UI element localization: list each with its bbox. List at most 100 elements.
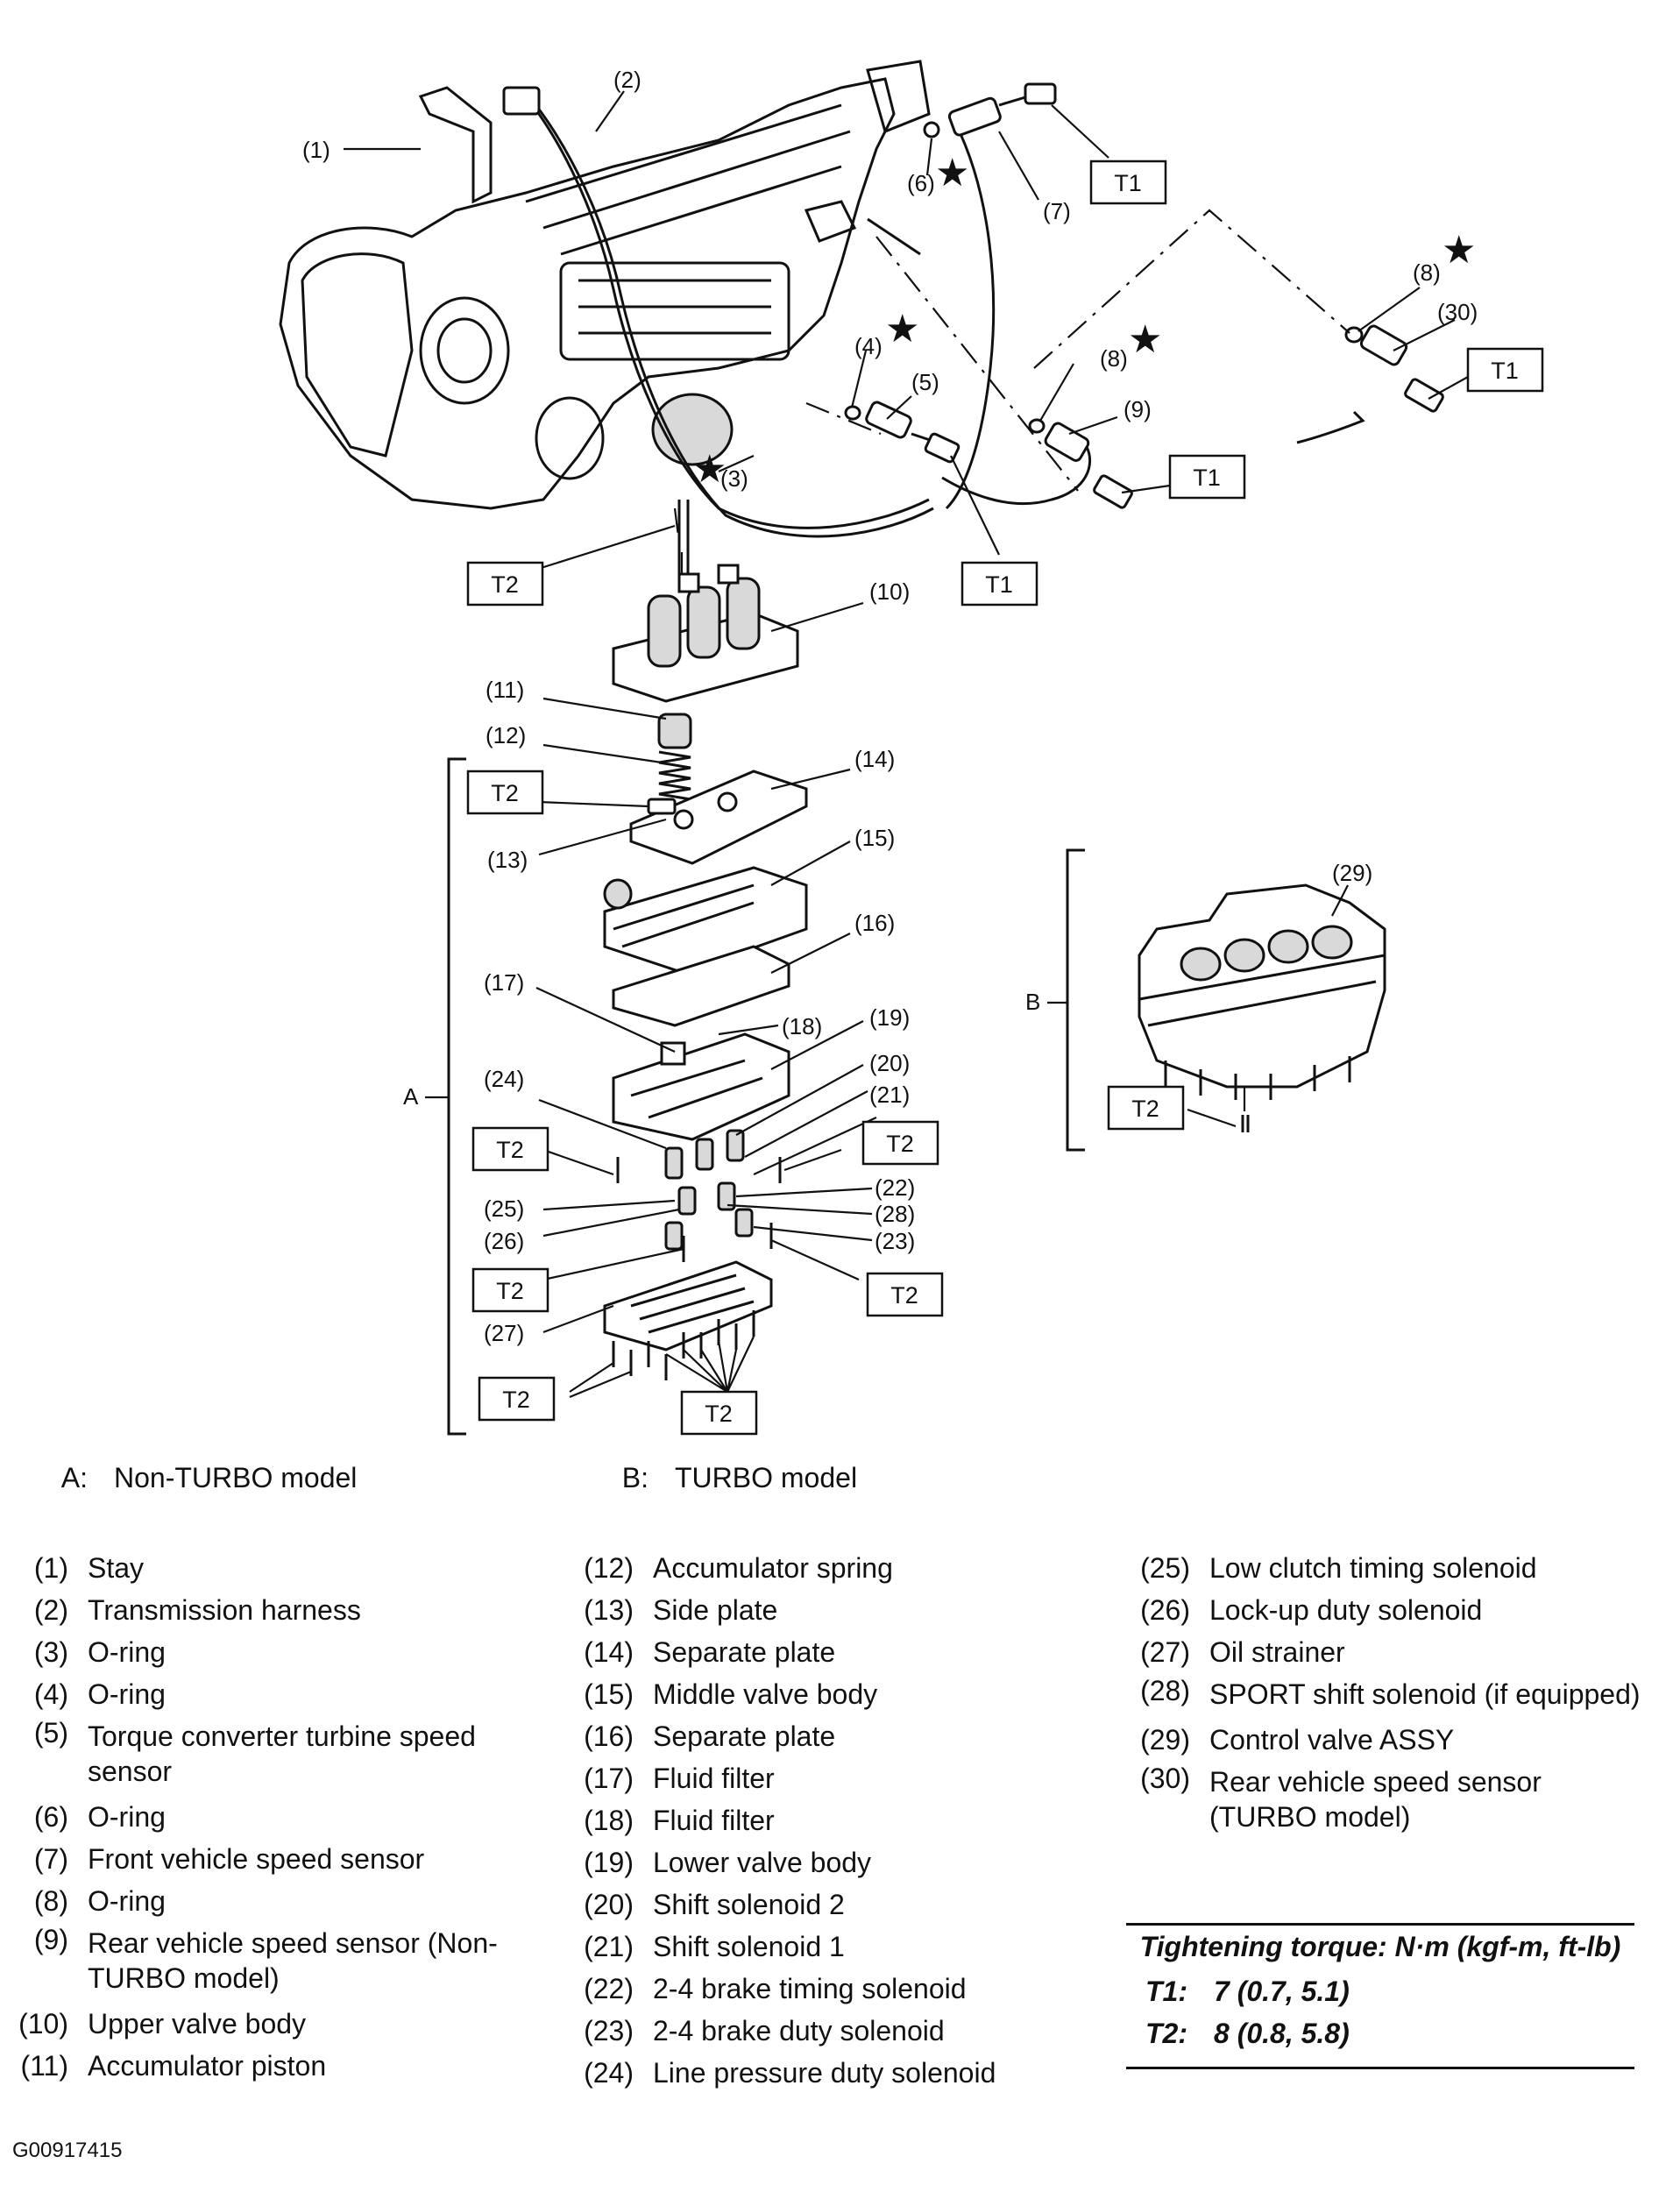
bracket-b (1066, 848, 1085, 1152)
front-vehicle-speed-sensor (947, 82, 1057, 137)
model-a-key: A: Non-TURBO model (60, 1462, 358, 1493)
legend-item: (18)Fluid filter (584, 1805, 775, 1836)
svg-text:(9): (9) (1124, 396, 1152, 422)
transmission-harness (502, 86, 1092, 538)
accumulator-spring (658, 750, 691, 801)
legend-item: (23)2-4 brake duty solenoid (584, 2015, 945, 2047)
legend-item: (10)Upper valve body (18, 2008, 307, 2039)
lower-valve-body (612, 1032, 790, 1141)
group-label-a: A (403, 1083, 419, 1110)
svg-text:(12): (12) (486, 722, 526, 748)
legend-item: (16)Separate plate (584, 1720, 836, 1752)
legend-item: (5)Torque converter turbine speed sensor (33, 1717, 476, 1787)
legend-item: (8)O-ring (33, 1885, 166, 1917)
legend-item: (21)Shift solenoid 1 (584, 1931, 845, 1962)
svg-text:(22): (22) (875, 1174, 915, 1201)
svg-text:(23): (23) (875, 1228, 915, 1254)
svg-text:T2: T2 (890, 1282, 918, 1309)
torque-tag-t2-g: T2 (478, 1376, 556, 1422)
svg-text:★: ★ (1442, 229, 1476, 272)
svg-text:(11): (11) (486, 677, 524, 703)
svg-text:★: ★ (885, 308, 919, 351)
legend-item: (13)Side plate (584, 1594, 778, 1626)
svg-text:(25): (25) (484, 1195, 524, 1222)
torque-tag-t2-d: T2 (861, 1120, 939, 1166)
rear-speed-sensor-non-turbo (1044, 422, 1133, 509)
svg-text:(17): (17) (484, 969, 524, 996)
solenoid-cluster (664, 1129, 754, 1251)
svg-text:T2: T2 (1131, 1096, 1159, 1122)
o-ring-8b (1344, 326, 1364, 344)
svg-text:(28): (28) (875, 1201, 915, 1227)
svg-text:★: ★ (1128, 318, 1162, 361)
svg-text:(30): (30) (1437, 299, 1478, 325)
legend-item: (4)O-ring (33, 1678, 166, 1710)
svg-text:★: ★ (935, 152, 969, 195)
star-markers: ★ ★ ★ ★ ★ (692, 152, 1476, 491)
callout-labels: (1) (2) (3) (4) (5) (6) (7) (8) (8) (9) … (302, 67, 1478, 1346)
legend-item: (26)Lock-up duty solenoid (1140, 1594, 1483, 1626)
svg-text:(13): (13) (487, 847, 528, 873)
svg-text:T1: T1 (1114, 170, 1142, 196)
svg-text:T2: T2 (491, 571, 519, 598)
exploded-view-diagram: T1 T1 T1 T1 T2 T2 T2 T2 T2 T2 T2 T2 T2 (… (279, 60, 1544, 1436)
o-ring-8a (1028, 418, 1046, 434)
svg-text:(1): (1) (302, 137, 330, 163)
legend-item: (6)O-ring (33, 1801, 166, 1833)
accumulator-piston (657, 713, 692, 749)
o-ring-4 (844, 405, 861, 421)
svg-text:(16): (16) (854, 910, 895, 936)
svg-text:(29): (29) (1332, 860, 1372, 886)
upper-valve-body (612, 564, 799, 703)
legend-item: (7)Front vehicle speed sensor (33, 1843, 425, 1875)
legend-item: (15)Middle valve body (584, 1678, 878, 1710)
svg-text:(18): (18) (782, 1013, 822, 1039)
legend-item: (24)Line pressure duty solenoid (584, 2057, 996, 2089)
torque-tag-t1-a: T1 (1089, 160, 1167, 205)
svg-text:(6): (6) (907, 170, 935, 196)
svg-text:(15): (15) (854, 825, 895, 851)
torque-tag-t2-e: T2 (471, 1267, 549, 1313)
legend-item: (22)2-4 brake timing solenoid (584, 1973, 967, 2004)
svg-text:(10): (10) (869, 578, 910, 605)
svg-text:T2: T2 (502, 1387, 530, 1413)
torque-tag-t2-i: T2 (1107, 1085, 1185, 1131)
svg-text:★: ★ (692, 448, 727, 491)
torque-row-t1: T1:7 (0.7, 5.1) (1145, 1976, 1350, 2007)
svg-text:(8): (8) (1413, 259, 1441, 286)
legend-item: (2)Transmission harness (33, 1594, 361, 1626)
legend-item: (1)Stay (33, 1552, 145, 1584)
rear-speed-sensor-turbo (1296, 324, 1444, 444)
svg-text:(24): (24) (484, 1066, 524, 1092)
svg-text:(5): (5) (911, 369, 939, 395)
svg-text:T2: T2 (705, 1401, 733, 1427)
model-b-key: B: TURBO model (621, 1462, 858, 1493)
torque-tag-t1-b: T1 (1466, 347, 1544, 393)
torque-tag-t2-h: T2 (680, 1390, 758, 1436)
svg-text:(8): (8) (1100, 345, 1128, 372)
leader-lines (344, 90, 1469, 1399)
stay-bracket (418, 86, 493, 204)
svg-text:(4): (4) (854, 333, 883, 359)
legend-item: (3)O-ring (33, 1636, 166, 1668)
torque-tag-t1-c: T1 (1168, 454, 1246, 500)
svg-text:T2: T2 (886, 1131, 914, 1157)
svg-text:(7): (7) (1043, 198, 1071, 224)
legend-item: (29)Control valve ASSY (1140, 1724, 1455, 1756)
bolt (677, 500, 690, 578)
torque-tag-t2-b: T2 (466, 770, 544, 815)
svg-text:T1: T1 (985, 571, 1013, 598)
torque-row-t2: T2:8 (0.8, 5.8) (1145, 2018, 1350, 2049)
transmission-case (279, 60, 931, 510)
legend-item: (17)Fluid filter (584, 1763, 775, 1794)
svg-text:T1: T1 (1193, 465, 1221, 491)
svg-text:(19): (19) (869, 1004, 910, 1031)
svg-text:(20): (20) (869, 1050, 910, 1076)
legend-item: (28)SPORT shift solenoid (if equipped) (1140, 1675, 1641, 1710)
legend-item: (12)Accumulator spring (584, 1552, 893, 1584)
parts-legend-col-3: (25)Low clutch timing solenoid (26)Lock-… (1131, 1547, 1648, 1834)
legend-item: (25)Low clutch timing solenoid (1140, 1552, 1537, 1584)
torque-spec-table: Tightening torque: N·m (kgf-m, ft-lb) T1… (1126, 1923, 1634, 2069)
legend-item: (9)Rear vehicle speed sensor (Non-TURBO … (33, 1924, 498, 1994)
torque-tag-t1-d: T1 (961, 561, 1038, 607)
